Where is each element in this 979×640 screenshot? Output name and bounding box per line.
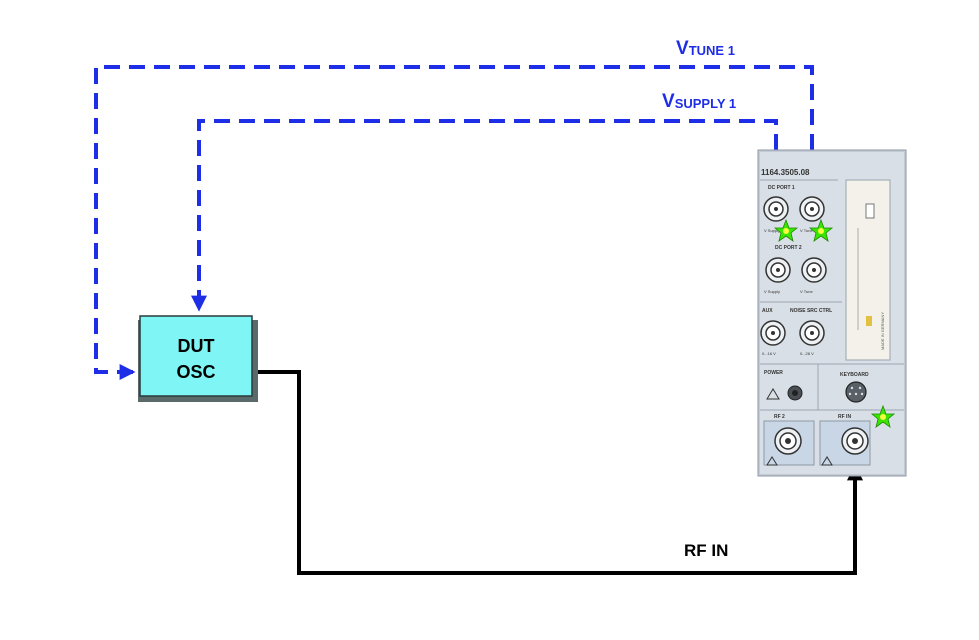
aux-range-label: 0...16 V [762, 351, 776, 356]
dut-label-line2: OSC [176, 362, 215, 382]
rf-in-warning-icon [821, 456, 833, 466]
vsupply-label: V [662, 91, 675, 112]
dc-port1-vtune-label: V Tune [800, 228, 813, 233]
rf-in-connector[interactable] [841, 427, 869, 455]
dc-port2-vsupply-connector[interactable] [765, 257, 791, 283]
aux-label: AUX [762, 308, 773, 314]
rf-in-line [256, 370, 863, 575]
highlight-star-rf-in [870, 404, 896, 428]
vtune-subscript: TUNE 1 [689, 43, 735, 58]
rf2-label: RF 2 [774, 414, 785, 420]
highlight-star-vtune [808, 218, 834, 242]
aux-connector[interactable] [760, 320, 786, 346]
highlight-star-vsupply [773, 218, 799, 242]
dc-port1-vsupply-label: V Supply [764, 228, 780, 233]
vsupply-line [191, 119, 778, 312]
keyboard-label: KEYBOARD [840, 372, 869, 378]
dc-port1-label: DC PORT 1 [768, 185, 795, 191]
dut-label-line1: DUT [178, 336, 215, 356]
dc-port2-vsupply-label: V Supply [764, 289, 780, 294]
svg-text:VTUNE 1: VTUNE 1 [676, 38, 735, 59]
dut-osc-box: DUT OSC [138, 315, 258, 402]
keyboard-connector[interactable] [845, 381, 867, 403]
dc-port1-vtune-connector[interactable] [799, 196, 825, 222]
rf2-connector[interactable] [774, 427, 802, 455]
dc-port2-vtune-label: V Tune [800, 289, 813, 294]
power-label: POWER [764, 370, 783, 376]
part-number: 1164.3505.08 [761, 168, 810, 177]
warning-icon [766, 388, 780, 400]
vsupply-subscript: SUPPLY 1 [675, 96, 736, 111]
made-in-label: MADE IN GERMANY [880, 312, 885, 350]
dc-port1-vsupply-connector[interactable] [763, 196, 789, 222]
noise-src-ctrl-label: NOISE SRC CTRL [790, 308, 832, 314]
instrument-panel: 1164.3505.08 MADE IN GERMANY DC PORT 1 V… [757, 149, 907, 477]
power-connector[interactable] [787, 385, 803, 401]
svg-text:VSUPPLY 1: VSUPPLY 1 [662, 91, 736, 112]
dc-port2-label: DC PORT 2 [775, 245, 802, 251]
vtune-label: V [676, 38, 689, 59]
rf2-warning-icon [766, 456, 778, 466]
rf-in-port-label: RF IN [838, 414, 851, 420]
vtune-line [94, 65, 814, 380]
rf-in-label: RF IN [684, 541, 728, 560]
dc-port2-vtune-connector[interactable] [801, 257, 827, 283]
noise-src-ctrl-connector[interactable] [799, 320, 825, 346]
noise-range-label: 0...28 V [800, 351, 814, 356]
